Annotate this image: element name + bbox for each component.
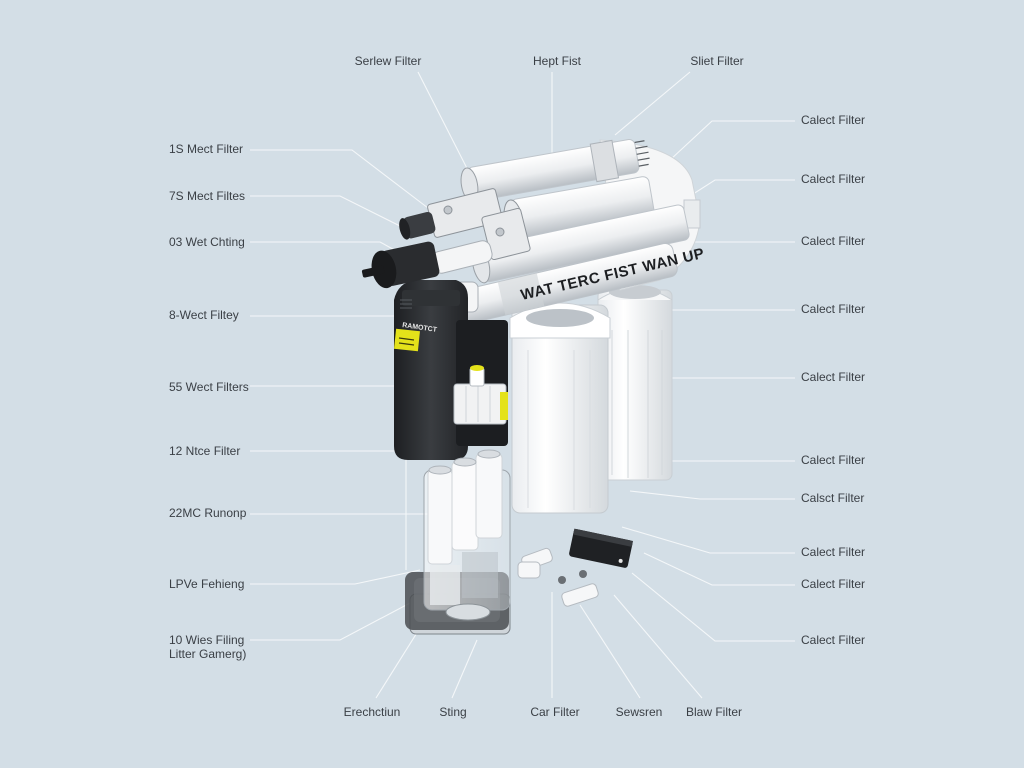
- callout-label-left-9: 10 Wies Filing Litter Gamerg): [169, 633, 246, 661]
- callout-label-top-1: Serlew Filter: [354, 54, 422, 68]
- callout-label-top-2: Hept Fist: [532, 54, 582, 68]
- callout-label-left-9-line2: Litter Gamerg): [169, 647, 247, 661]
- callout-label-left-6: 12 Ntce Filter: [169, 444, 241, 458]
- callout-label-bottom-3: Car Filter: [530, 705, 580, 719]
- callout-label-right-9: Calect Filter: [801, 577, 866, 591]
- callout-label-right-2: Calect Filter: [801, 172, 866, 186]
- callout-label-right-4: Calect Filter: [801, 302, 866, 316]
- callout-label-right-7: Calsct Filter: [801, 491, 865, 505]
- callout-label-bottom-2: Sting: [439, 705, 467, 719]
- callout-label-right-1: Calect Filter: [801, 113, 866, 127]
- callout-label-top-3: Sliet Filter: [690, 54, 744, 68]
- housing-brand: RAMOTCT: [402, 322, 438, 334]
- callout-label-left-9-line1: 10 Wies Filing: [169, 633, 245, 647]
- callout-label-bottom-1: Erechctiun: [343, 705, 401, 719]
- callout-label-left-2: 7S Mect Filtes: [169, 189, 246, 203]
- callout-label-left-7: 22MC Runonp: [169, 506, 247, 520]
- callout-label-right-6: Calect Filter: [801, 453, 866, 467]
- callout-label-left-5: 55 Wect Filters: [169, 380, 249, 394]
- callout-label-left-8: LPVe Fehieng: [169, 577, 245, 591]
- callout-label-left-3: 03 Wet Chting: [169, 235, 245, 249]
- callout-label-left-4: 8-Wect Filtey: [169, 308, 239, 322]
- inlet-cap: [361, 241, 440, 289]
- callout-label-bottom-4: Sewsren: [615, 705, 663, 719]
- callout-label-right-3: Calect Filter: [801, 234, 866, 248]
- carbon-housing: RAMOTCT: [394, 280, 508, 460]
- sediment-housing-rear: [597, 285, 673, 481]
- callout-label-left-1: 1S Mect Filter: [169, 142, 244, 156]
- callout-label-right-8: Calect Filter: [801, 545, 866, 559]
- callout-label-right-5: Calect Filter: [801, 370, 866, 384]
- clear-canister: [405, 449, 511, 635]
- callout-label-right-10: Calect Filter: [801, 633, 866, 647]
- callout-label-bottom-5: Blaw Filter: [685, 705, 743, 719]
- loose-parts: [517, 528, 634, 607]
- sediment-housing-front: [509, 302, 611, 514]
